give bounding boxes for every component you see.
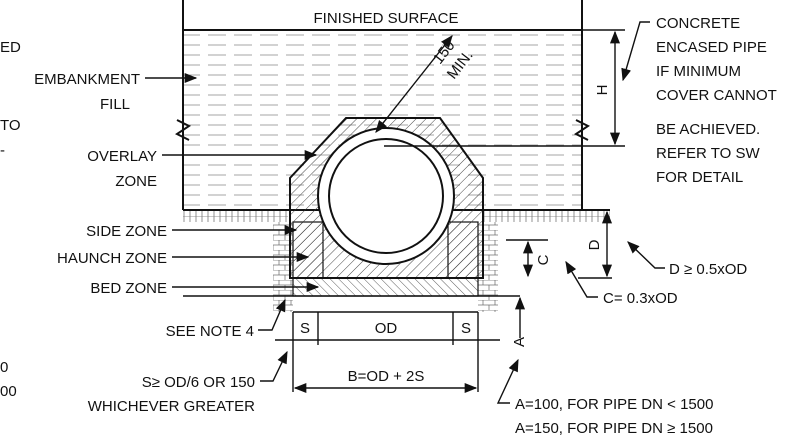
break-mark-left	[175, 119, 191, 141]
leader-note4	[258, 298, 286, 331]
label-zone: ZONE	[115, 173, 157, 190]
concrete-note-line-1: CONCRETE	[656, 15, 740, 32]
left-fragment-1: ED	[0, 39, 21, 56]
leader-a-note	[496, 358, 519, 404]
dim-h-label: H	[594, 85, 611, 96]
brick-zone-left	[273, 222, 293, 312]
note-a-line-2: A=150, FOR PIPE DN ≥ 1500	[515, 420, 713, 437]
label-fill: FILL	[100, 96, 130, 113]
leader-c-note	[565, 260, 598, 298]
concrete-note-line-3: IF MINIMUM	[656, 63, 741, 80]
dim-b-label: B=OD + 2S	[348, 368, 425, 385]
leader-concrete	[621, 21, 650, 82]
leader-s-note	[260, 350, 288, 382]
note-d: D ≥ 0.5xOD	[669, 261, 747, 278]
note-a-line-1: A=100, FOR PIPE DN < 1500	[515, 396, 713, 413]
left-fragment-5: 00	[0, 383, 17, 400]
pipe-inner	[328, 138, 444, 254]
note-s-line-1: S≥ OD/6 OR 150	[142, 374, 255, 391]
dim-s-left-label: S	[300, 320, 310, 337]
bed-zone	[292, 277, 479, 297]
leader-d-note	[627, 241, 665, 269]
break-mark-right	[574, 119, 590, 141]
dim-od-label: OD	[375, 320, 398, 337]
note-c: C= 0.3xOD	[603, 290, 678, 307]
dim-s-right-label: S	[461, 320, 471, 337]
label-bed-zone: BED ZONE	[90, 280, 167, 297]
label-embankment: EMBANKMENT	[34, 71, 140, 88]
dim-a-label: A	[511, 337, 528, 347]
dim-d-label: D	[586, 239, 603, 250]
trench-side-right	[482, 210, 610, 222]
concrete-note-line-7: FOR DETAIL	[656, 169, 743, 186]
left-fragment-2: TO	[0, 117, 21, 134]
label-overlay: OVERLAY	[87, 148, 157, 165]
concrete-note-line-5: BE ACHIEVED.	[656, 121, 760, 138]
label-haunch-zone: HAUNCH ZONE	[57, 250, 167, 267]
trench-side-left	[183, 210, 288, 222]
concrete-note-line-6: REFER TO SW	[656, 145, 760, 162]
dim-150-line	[375, 35, 453, 133]
concrete-note-line-2: ENCASED PIPE	[656, 39, 767, 56]
concrete-note-line-4: COVER CANNOT	[656, 87, 777, 104]
left-fragment-4: 0	[0, 359, 8, 376]
dim-c-label: C	[535, 254, 552, 265]
label-finished-surface: FINISHED SURFACE	[313, 10, 458, 27]
label-see-note-4: SEE NOTE 4	[166, 323, 254, 340]
left-fragment-3: -	[0, 142, 5, 159]
note-s-line-2: WHICHEVER GREATER	[88, 398, 255, 415]
label-side-zone: SIDE ZONE	[86, 223, 167, 240]
